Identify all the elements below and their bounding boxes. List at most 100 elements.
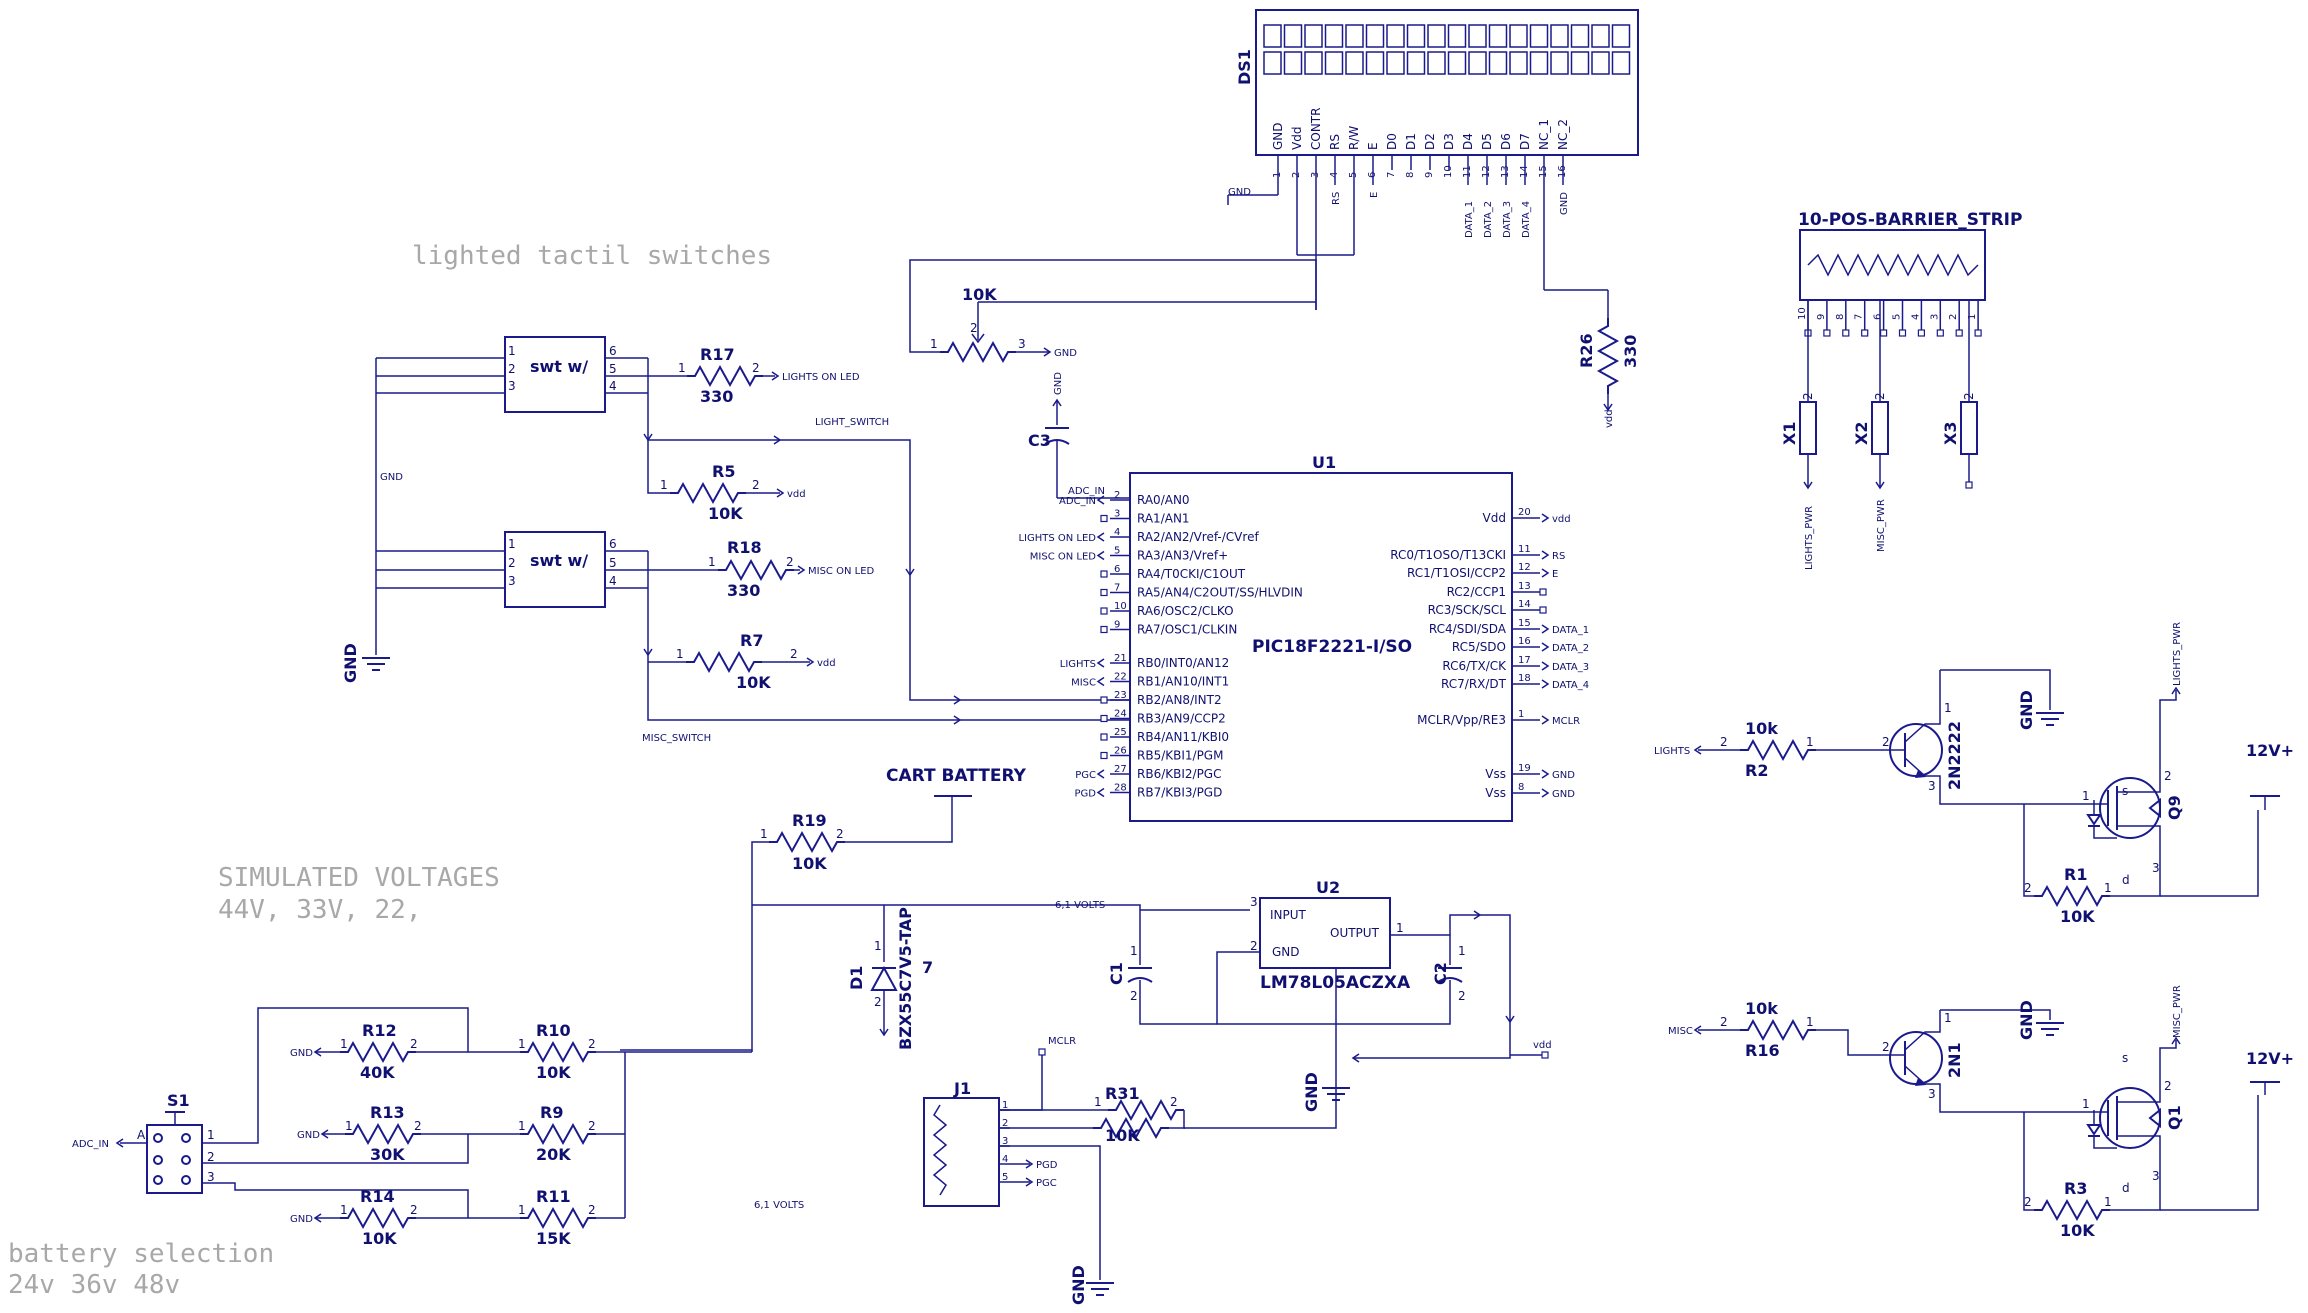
light-switch-net: LIGHT_SWITCH [643, 393, 1130, 705]
mcu-pin-arrow [1541, 661, 1550, 671]
mcu-pin-number: 10 [1114, 601, 1127, 612]
lcd-net-rs: RS [1331, 192, 1342, 205]
mcu-pin-nc [1100, 696, 1108, 704]
mcu-pin-label: RA3/AN3/Vref+ [1137, 549, 1228, 563]
r13-val: 30K [370, 1145, 405, 1164]
u2-p2: 2 [1250, 939, 1258, 953]
lcd-cell [1386, 51, 1405, 75]
note-battery-voltages: 24v 36v 48v [8, 1270, 180, 1300]
lcd-cell [1427, 24, 1446, 48]
x2-pin: 2 [1873, 392, 1887, 400]
r18-ref: R18 [727, 538, 762, 557]
lcd-net-data3: DATA_3 [1502, 201, 1513, 238]
upper-12v: 12V+ [2246, 741, 2294, 760]
lower-12v: 12V+ [2246, 1049, 2294, 1068]
driver-lower: MISC 10k R16 1 2 2N1 2 1 3 GND s d Q1 1 … [1668, 985, 2294, 1240]
r19-p1: 1 [760, 827, 768, 841]
d1-p1: 1 [874, 939, 882, 953]
mcu-pin-label: RA7/OSC1/CLKIN [1137, 623, 1237, 637]
mcu-pin-number: 20 [1518, 507, 1531, 518]
cart-battery-label: CART BATTERY [886, 766, 1027, 786]
potentiometer-10k: 10K 1 2 3 GND [909, 259, 1317, 362]
lcd-cell [1570, 24, 1590, 48]
mcu-pin-label: Vss [1485, 786, 1506, 800]
s1-ref: S1 [167, 1091, 190, 1110]
r7-p1: 1 [676, 647, 684, 661]
lcd-cell [1283, 24, 1303, 48]
lcd-pin-label: Vdd [1290, 127, 1304, 150]
sw2-p6: 6 [609, 537, 617, 551]
x2-ref: X2 [1852, 422, 1871, 445]
lcd-net-data4: DATA_4 [1521, 201, 1532, 238]
mcu-pin-arrow [1541, 550, 1550, 560]
lcd-cell [1304, 51, 1323, 75]
mcu-pin-net: DATA_3 [1552, 662, 1589, 673]
d1-val: BZX55C7V5-TAP [896, 907, 915, 1050]
lcd-pin-label: R/W [1347, 126, 1361, 150]
gnd-left-label: GND [341, 643, 360, 683]
r16-label: R16 [1745, 1041, 1780, 1060]
resistor-r7: R7 10K 1 2 vdd [676, 631, 836, 692]
sw2-label: swt w/ [530, 551, 588, 570]
mcu-pin-arrow [1541, 679, 1550, 689]
note-simulated-voltages: SIMULATED VOLTAGES [218, 863, 500, 893]
mcu-pin-label: RC7/RX/DT [1441, 677, 1507, 691]
r9-val: 20K [536, 1145, 571, 1164]
lcd-pin-label: RS [1328, 134, 1342, 150]
mcu-pin-net: DATA_2 [1552, 643, 1589, 654]
lcd-cell [1324, 24, 1344, 48]
sw1-p1: 1 [508, 344, 516, 358]
mcu-pin-number: 6 [1114, 564, 1120, 575]
mcu-pin-number: 4 [1114, 527, 1120, 538]
lcd-cell [1263, 51, 1282, 75]
pot-pin2: 2 [970, 321, 978, 335]
lcd-pin-label: D3 [1442, 133, 1456, 150]
s1-p1: 1 [207, 1128, 215, 1142]
six-volt-label-b: 6,1 VOLTS [754, 1200, 804, 1211]
barrier-pin-pad [1936, 329, 1944, 337]
fet-upper-p1: 1 [2082, 789, 2090, 803]
sw2-p4: 4 [609, 574, 617, 588]
u2-in: INPUT [1270, 908, 1307, 922]
mcu-pin-label: RB2/AN8/INT2 [1137, 693, 1222, 707]
mcu-pin-number: 17 [1518, 655, 1531, 666]
barrier-title: 10-POS-BARRIER_STRIP [1798, 210, 2022, 230]
d1-num: 7 [922, 958, 933, 977]
mcu-left-pins: RA0/AN02ADC_INRA1/AN13RA2/AN2/Vref-/CVre… [1018, 490, 1302, 800]
mcu-pin-net: RS [1552, 551, 1565, 562]
lcd-cell [1263, 24, 1282, 48]
u2-gnd: GND [1272, 945, 1300, 959]
mcu-pin-net: E [1552, 569, 1558, 580]
r9-p2: 2 [588, 1119, 596, 1133]
resistor-r18: R18 330 1 2 MISC ON LED [648, 538, 875, 600]
r18-val: 330 [727, 581, 760, 600]
mcu-pin-number: 1 [1518, 709, 1524, 720]
mcu-pin-number: 16 [1518, 636, 1531, 647]
r2-p2: 2 [1720, 735, 1728, 749]
lcd-pin-label: D1 [1404, 133, 1418, 150]
lcd-cell [1550, 24, 1569, 48]
j1-pin-number: 1 [1002, 1100, 1008, 1111]
mcu-pin-net: PGD [1075, 789, 1097, 800]
j1-pin-number: 4 [1002, 1154, 1008, 1165]
r2-p1: 1 [1806, 735, 1814, 749]
r5-val: 10K [708, 504, 743, 523]
mcu-pin-net: DATA_1 [1552, 625, 1589, 636]
resistor-r5: R5 10K 1 2 vdd [660, 462, 806, 523]
mcu-pin-nc [1539, 606, 1547, 614]
lcd-pin-label: D0 [1385, 133, 1399, 150]
r1-ref: R1 [2064, 865, 2087, 884]
mcu-pin-arrow [1096, 787, 1105, 798]
lcd-cell [1406, 51, 1426, 75]
zener-d1: D1 BZX55C7V5-TAP 7 1 2 [847, 905, 933, 1050]
r11-ref: R11 [536, 1187, 571, 1206]
r12-p2: 2 [410, 1037, 418, 1051]
r3-ref: R3 [2064, 1179, 2087, 1198]
lcd-cell [1611, 24, 1631, 48]
mcu-pin-label: RC6/TX/CK [1442, 659, 1507, 673]
resistor-r10: R10 10K 1 2 [518, 1021, 753, 1082]
j1-pin-number: 3 [1002, 1136, 1008, 1147]
